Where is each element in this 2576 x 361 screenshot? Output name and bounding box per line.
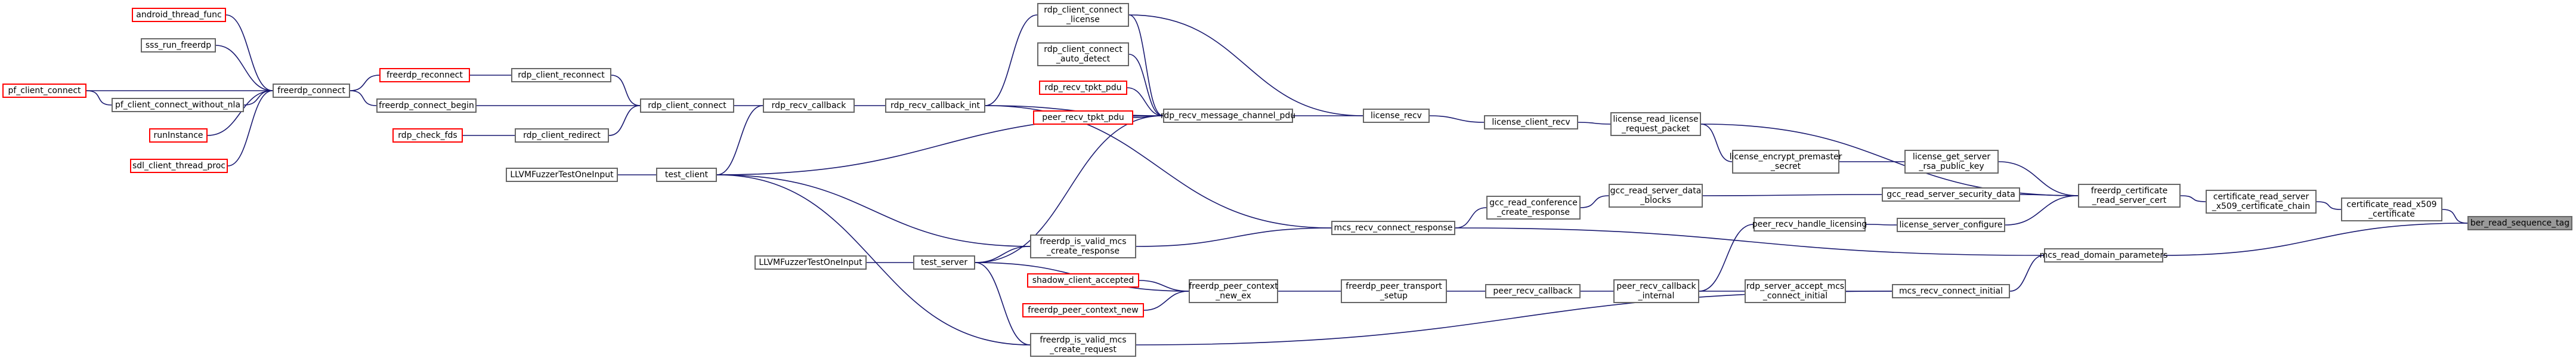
edge-sss-run-freerdp-to-freerdp-connect [207,41,273,91]
node-android-thread-func[interactable]: android_thread_func [132,8,226,22]
node-rdp-client-redirect[interactable]: rdp_client_redirect [515,128,609,143]
node-peer-recv-callback-internal[interactable]: peer_recv_callback _internal [1613,279,1699,303]
node-llvm-fuzzer-client[interactable]: LLVMFuzzerTestOneInput [506,168,618,182]
node-peer-recv-callback[interactable]: peer_recv_callback [1485,284,1581,298]
node-peer-recv-tpkt-pdu[interactable]: peer_recv_tpkt_pdu [1033,110,1133,125]
edge-certificate-read-server-x509-certificate-chain-to-certificate-read-x509-certificate [2308,198,2342,210]
node-shadow-client-accepted[interactable]: shadow_client_accepted [1027,273,1139,288]
node-rdp-client-connect[interactable]: rdp_client_connect [640,98,734,113]
edge-mcs-read-domain-parameters-to-ber-read-sequence-tag [2154,223,2468,260]
edge-license-get-server-rsa-public-key-to-freerdp-certificate-read-server-cert [1990,158,2079,196]
edge-gcc-read-conference-create-response-to-gcc-read-server-data-blocks [1572,195,1609,212]
node-test-client[interactable]: test_client [656,168,717,182]
edge-rdp-recv-callback-int-to-rdp-client-connect-license [976,14,1038,110]
node-license-recv[interactable]: license_recv [1363,109,1430,123]
edge-rdp-client-connect-license-to-license-recv [1120,11,1363,116]
node-gcc-read-server-security-data[interactable]: gcc_read_server_security_data [1882,187,2020,202]
edge-license-read-license-request-packet-to-license-encrypt-premaster-secret [1692,120,1733,162]
node-pf-client-connect-without-nla[interactable]: pf_client_connect_without_nla [112,98,244,112]
edge-freerdp-certificate-read-server-cert-to-certificate-read-server-x509-certificate-chain [2172,192,2206,202]
edge-rdp-client-connect-license-to-rdp-recv-message-channel-pdu [1120,11,1164,116]
node-freerdp-connect[interactable]: freerdp_connect [273,84,350,98]
edge-gcc-read-server-data-blocks-to-gcc-read-server-security-data [1694,192,1882,200]
node-test-server[interactable]: test_server [913,255,975,270]
edge-freerdp-is-valid-mcs-create-response-to-mcs-recv-connect-response [1127,227,1332,251]
edge-license-server-configure-to-freerdp-certificate-read-server-cert [1996,195,2079,229]
node-certificate-read-x509-certificate[interactable]: certificate_read_x509 _certificate [2341,198,2442,221]
node-freerdp-peer-transport-setup[interactable]: freerdp_peer_transport _setup [1341,279,1447,303]
edge-license-client-recv-to-license-read-license-request-packet [1569,118,1611,126]
node-pf-client-connect[interactable]: pf_client_connect [2,84,86,98]
node-mcs-read-domain-parameters[interactable]: mcs_read_domain_parameters [2040,248,2167,263]
edge-mcs-recv-connect-response-to-gcc-read-conference-create-response [1446,207,1487,232]
node-rdp-recv-callback[interactable]: rdp_recv_callback [763,98,855,113]
node-license-encrypt-premaster-secret[interactable]: license_encrypt_premaster _secret [1730,150,1842,174]
edge-rdp-client-redirect-to-rdp-client-connect [600,105,641,140]
node-ber-read-sequence-tag[interactable]: ber_read_sequence_tag [2467,216,2572,230]
edge-rdp-client-reconnect-to-rdp-client-connect [602,71,641,106]
node-certificate-read-server-x509-certificate-chain[interactable]: certificate_read_server _x509_certificat… [2206,190,2317,214]
edge-test-server-to-freerdp-is-valid-mcs-create-request [966,258,1031,345]
edge-license-recv-to-license-client-recv [1421,112,1485,123]
node-rdp-recv-message-channel-pdu[interactable]: rdp_recv_message_channel_pdu [1161,109,1295,123]
edge-test-client-to-freerdp-is-valid-mcs-create-request [708,171,1031,345]
edge-certificate-read-x509-certificate-to-ber-read-sequence-tag [2433,205,2468,224]
node-rdp-client-connect-license[interactable]: rdp_client_connect _license [1037,3,1129,27]
edge-gcc-read-server-security-data-to-freerdp-certificate-read-server-cert [2011,190,2079,199]
edge-peer-recv-callback-internal-to-peer-recv-handle-licensing [1690,224,1754,295]
edge-runinstance-to-freerdp-connect [199,90,273,140]
node-sdl-client-thread-proc[interactable]: sdl_client_thread_proc [130,159,228,173]
node-sss-run-freerdp[interactable]: sss_run_freerdp [141,38,216,53]
node-rdp-recv-tpkt-pdu[interactable]: rdp_recv_tpkt_pdu [1039,81,1127,95]
node-freerdp-is-valid-mcs-create-response[interactable]: freerdp_is_valid_mcs _create_response [1030,235,1136,258]
node-freerdp-certificate-read-server-cert[interactable]: freerdp_certificate _read_server_cert [2078,184,2181,208]
node-peer-recv-handle-licensing[interactable]: peer_recv_handle_licensing [1752,217,1867,232]
node-freerdp-peer-context-new-ex[interactable]: freerdp_peer_context _new_ex [1189,279,1278,303]
node-rdp-check-fds[interactable]: rdp_check_fds [392,128,463,143]
node-gcc-read-server-data-blocks[interactable]: gcc_read_server_data _blocks [1609,184,1703,208]
edge-android-thread-func-to-freerdp-connect [217,11,273,91]
node-license-get-server-rsa-public-key[interactable]: license_get_server _rsa_public_key [1904,150,1999,174]
edge-rdp-recv-tpkt-pdu-to-rdp-recv-message-channel-pdu [1118,84,1164,116]
node-freerdp-is-valid-mcs-create-request[interactable]: freerdp_is_valid_mcs _create_request [1030,333,1136,357]
node-rdp-client-connect-auto-detect[interactable]: rdp_client_connect _auto_detect [1037,42,1129,66]
edge-test-client-to-rdp-recv-callback [708,105,763,179]
node-freerdp-peer-context-new[interactable]: freerdp_peer_context_new [1022,303,1144,317]
node-license-server-configure[interactable]: license_server_configure [1897,218,2005,232]
node-license-read-license-request-packet[interactable]: license_read_license _request_packet [1610,112,1701,136]
edge-mcs-recv-connect-response-to-mcs-read-domain-parameters [1446,224,2045,256]
edge-mcs-recv-connect-initial-to-mcs-read-domain-parameters [2001,255,2045,295]
node-rdp-recv-callback-int[interactable]: rdp_recv_callback_int [885,98,985,113]
edge-peer-recv-handle-licensing-to-license-server-configure [1857,220,1897,229]
edge-test-server-to-freerdp-is-valid-mcs-create-response [966,246,1031,267]
node-gcc-read-conference-create-response[interactable]: gcc_read_conference _create_response [1486,196,1581,220]
edge-freerdp-peer-context-new-to-freerdp-peer-context-new-ex [1135,291,1189,314]
edge-pf-client-connect-to-pf-client-connect-without-nla [78,87,112,106]
edge-freerdp-connect-to-freerdp-connect-begin [341,87,377,106]
node-mcs-recv-connect-response[interactable]: mcs_recv_connect_response [1331,221,1455,235]
node-freerdp-reconnect[interactable]: freerdp_reconnect [379,68,470,82]
node-rdp-server-accept-mcs-connect-initial[interactable]: rdp_server_accept_mcs _connect_initial [1745,279,1846,303]
node-llvm-fuzzer-server[interactable]: LLVMFuzzerTestOneInput [754,255,867,270]
node-license-client-recv[interactable]: license_client_recv [1484,115,1578,129]
node-runinstance[interactable]: runInstance [149,128,208,143]
node-mcs-recv-connect-initial[interactable]: mcs_recv_connect_initial [1892,284,2010,298]
node-freerdp-connect-begin[interactable]: freerdp_connect_begin [376,98,477,113]
edge-test-client-to-freerdp-is-valid-mcs-create-response [708,171,1031,247]
node-rdp-client-reconnect[interactable]: rdp_client_reconnect [511,68,611,82]
edge-rdp-client-connect-auto-detect-to-rdp-recv-message-channel-pdu [1120,50,1164,116]
edge-sdl-client-thread-proc-to-freerdp-connect [219,90,273,170]
edge-freerdp-connect-to-freerdp-reconnect [341,75,380,95]
